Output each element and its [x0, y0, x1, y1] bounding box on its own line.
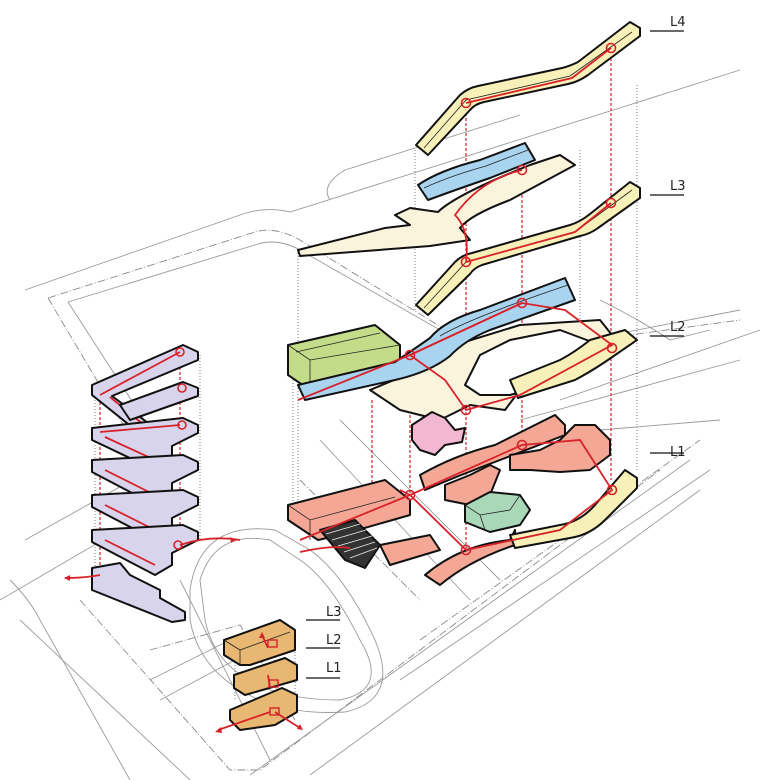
main-level-labels: L4 L3 L2 L1 — [650, 15, 686, 460]
level-label-l3: L3 — [670, 179, 686, 194]
tower-floor — [64, 562, 186, 623]
level-4-walkway — [415, 21, 641, 156]
level-label-l2: L2 — [670, 320, 686, 335]
annex-level-label-l3: L3 — [326, 605, 342, 620]
annex-building — [215, 619, 303, 733]
annex-level-label-l1: L1 — [326, 661, 342, 676]
level-label-l4: L4 — [670, 15, 686, 30]
level-1 — [287, 414, 638, 586]
tower-floor — [119, 381, 199, 421]
level-2 — [287, 277, 638, 456]
annex-level-label-l2: L2 — [326, 633, 342, 648]
tower-floors — [64, 344, 241, 623]
annex-level-labels: L3 L2 L1 — [306, 605, 342, 679]
level-label-l1: L1 — [670, 445, 686, 460]
tower-floor — [91, 524, 241, 576]
level-3 — [297, 142, 641, 316]
